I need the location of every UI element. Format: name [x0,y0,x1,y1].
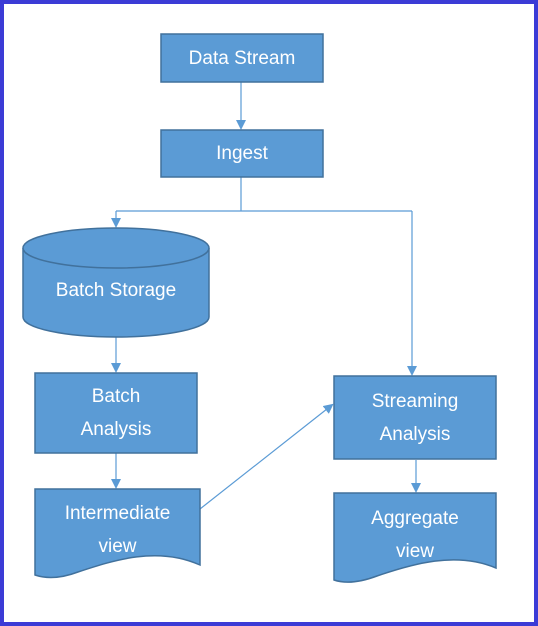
label-intermediate-view: Intermediate view [64,503,171,557]
label-ingest: Ingest [216,143,268,164]
label-aggregate-view: Aggregate view [371,508,459,562]
node-streaming-analysis-box [333,375,497,460]
label-data-stream: Data Stream [188,47,296,69]
node-aggregate-view-document [333,492,497,583]
node-ingest-box [160,129,324,178]
node-batch-analysis-box [34,372,198,454]
node-intermediate-view-document [34,488,201,579]
label-batch-analysis: Batch Analysis [80,386,152,440]
arrow-intermediate-to-streaming [199,403,334,510]
node-data-stream-box [160,33,324,83]
label-streaming-analysis: Streaming Analysis [371,390,459,445]
label-batch-storage: Batch Storage [55,279,177,301]
node-batch-storage-cylinder [22,227,210,338]
